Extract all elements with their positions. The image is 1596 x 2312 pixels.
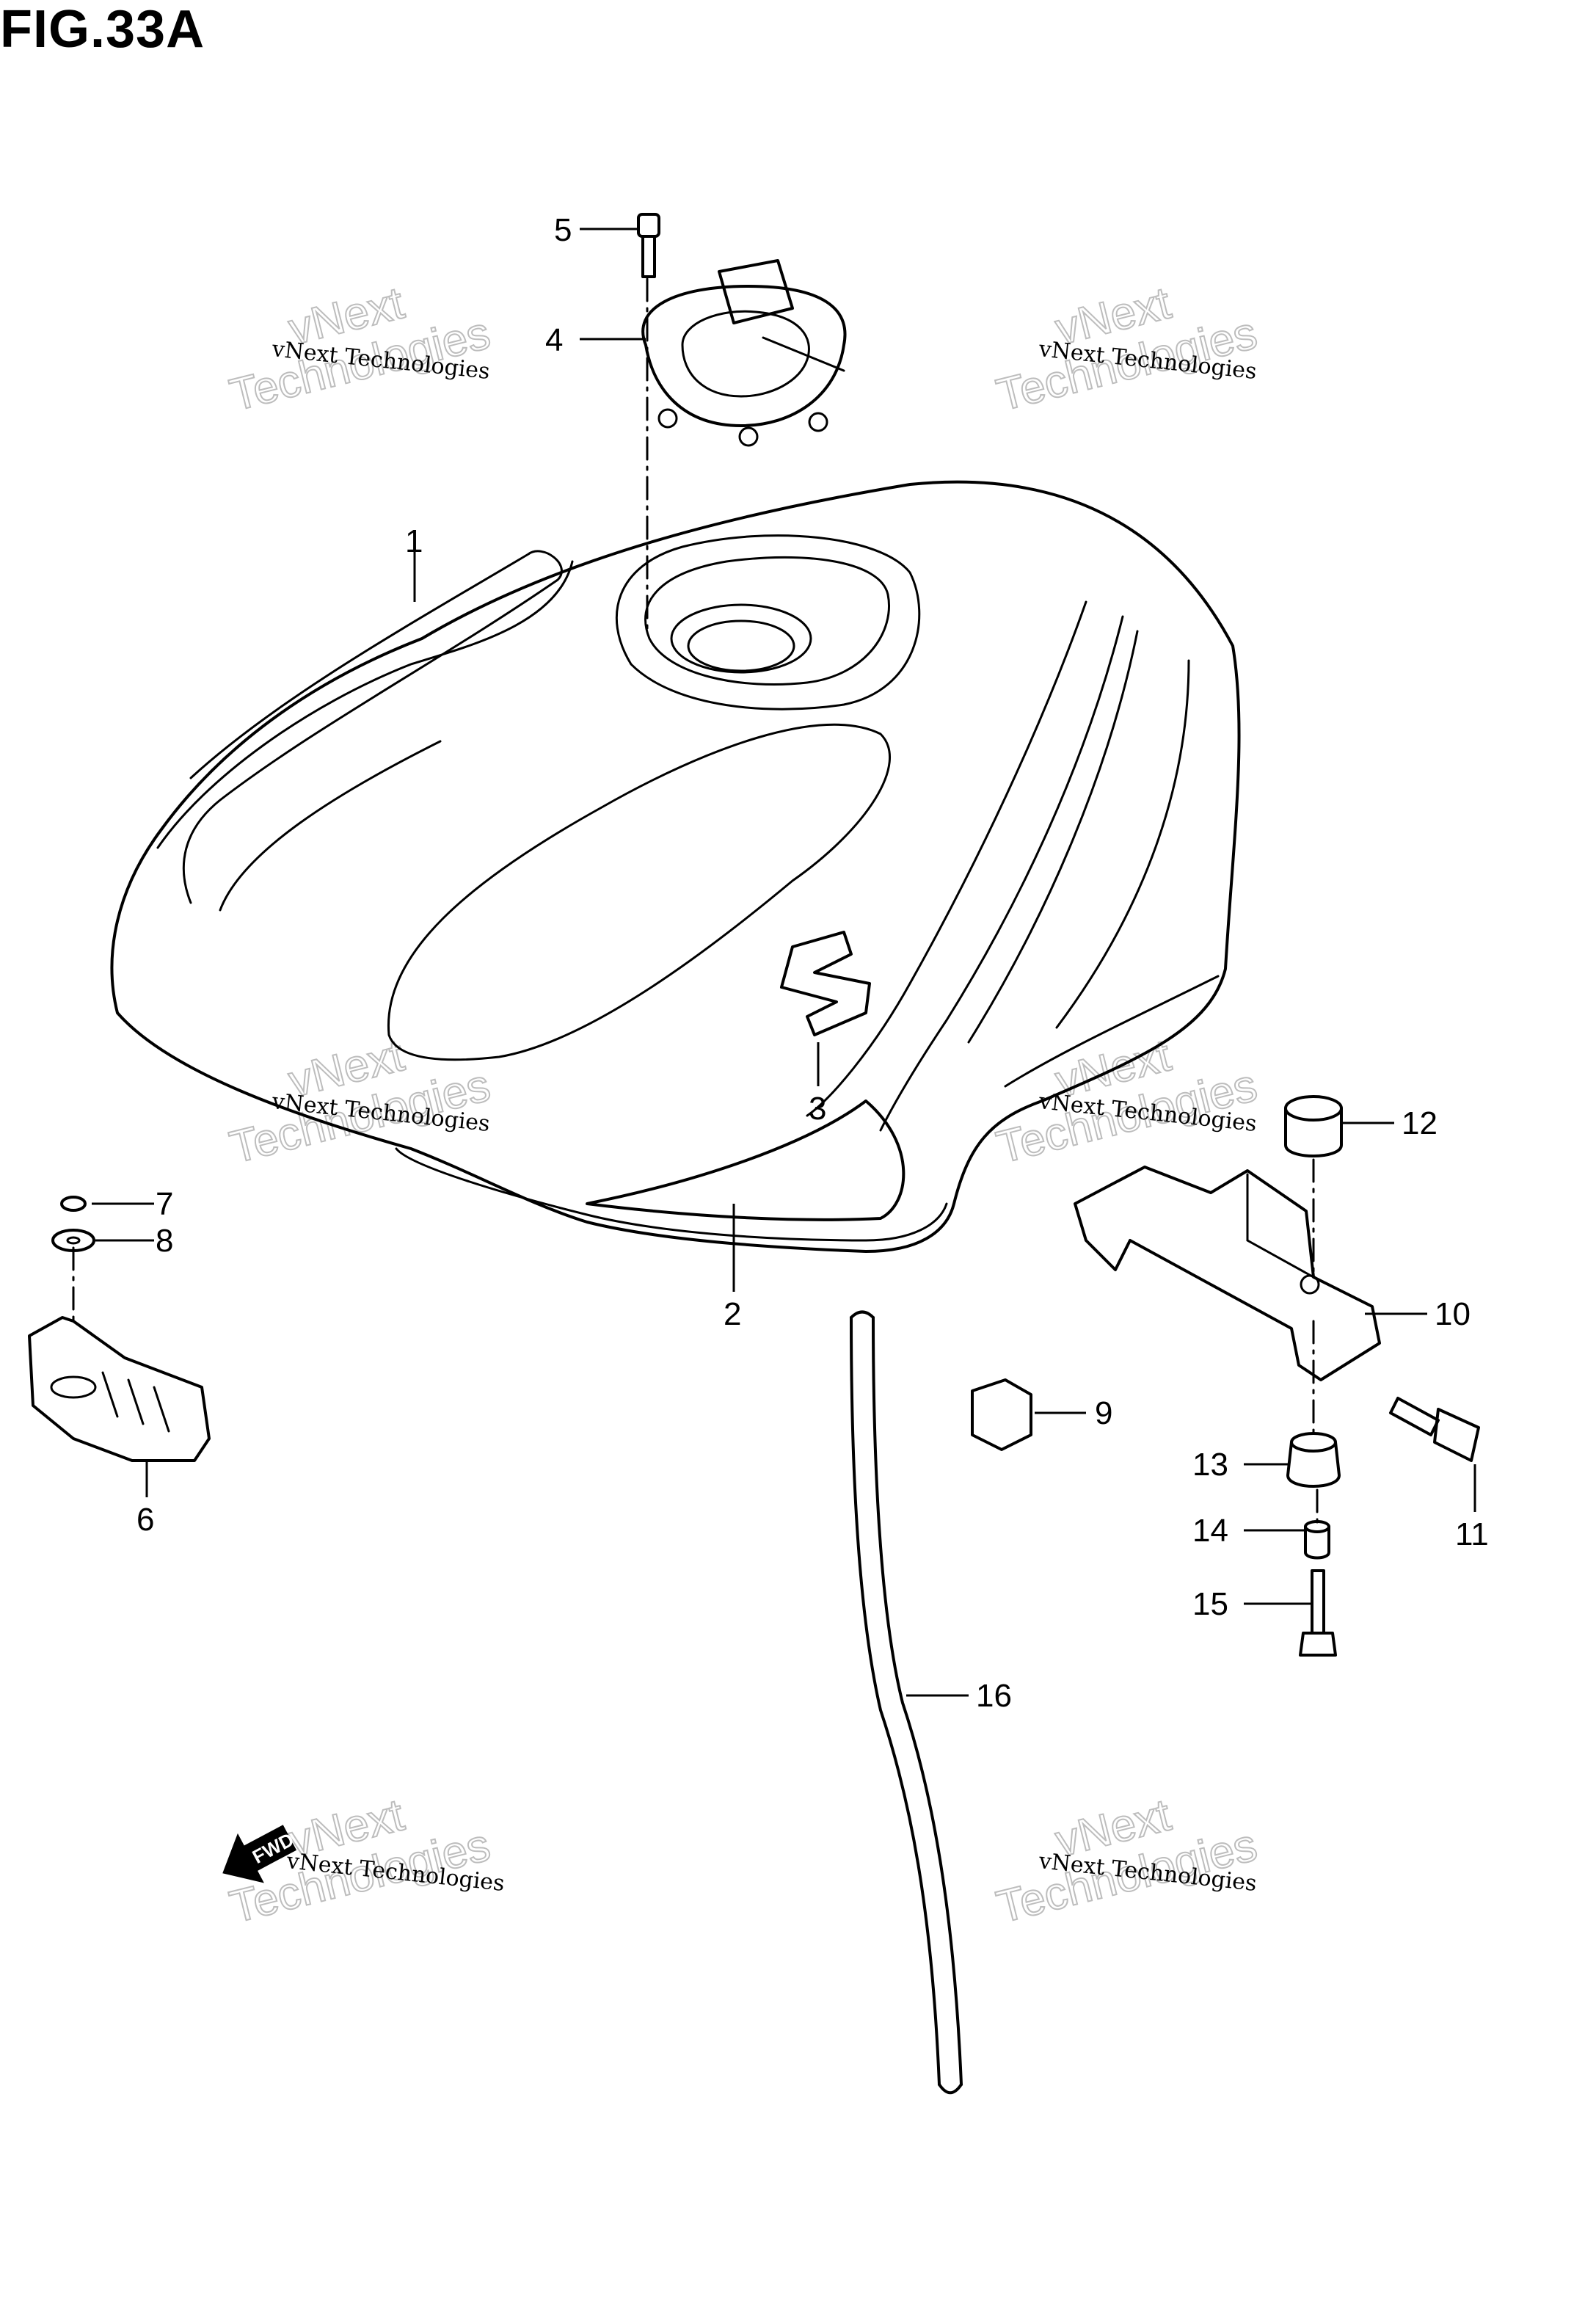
- fuel-cap-drawing[interactable]: [641, 259, 847, 447]
- callout-9: 9: [1095, 1395, 1112, 1431]
- tank-bracket-drawing[interactable]: [1074, 1166, 1381, 1381]
- callout-16: 16: [976, 1678, 1012, 1714]
- rear-cushion-drawing[interactable]: [28, 1316, 211, 1462]
- watermark-mid-right: vNext Technologies vNext Technologies: [991, 1029, 1263, 1174]
- callout-15: 15: [1192, 1586, 1228, 1622]
- lower-cushion-drawing[interactable]: [1286, 1432, 1341, 1488]
- watermark-top-right: vNext Technologies vNext Technologies: [991, 277, 1263, 421]
- callout-12: 12: [1402, 1105, 1438, 1141]
- tank-emblem-drawing[interactable]: [780, 931, 871, 1036]
- callout-10: 10: [1435, 1296, 1471, 1332]
- collar-drawing[interactable]: [1304, 1520, 1330, 1560]
- mount-bolt-drawing[interactable]: [1299, 1569, 1337, 1657]
- fuel-tank-drawing[interactable]: [110, 480, 1241, 1253]
- screw-drawing[interactable]: [60, 1196, 87, 1212]
- callout-14: 14: [1192, 1513, 1228, 1549]
- callout-2: 2: [724, 1296, 741, 1332]
- callout-6: 6: [136, 1502, 154, 1538]
- callout-13: 13: [1192, 1447, 1228, 1483]
- callout-8: 8: [156, 1223, 173, 1259]
- callout-5: 5: [554, 212, 572, 248]
- callouts: 1 2 3 4 5 6 7 8 9 10 11 12 13 14 15 16: [136, 212, 1489, 1714]
- callout-1: 1: [405, 523, 423, 559]
- upper-cushion-drawing[interactable]: [1284, 1095, 1343, 1157]
- figure-title: FIG.33A: [0, 0, 205, 59]
- bracket-bolt-drawing[interactable]: [1389, 1397, 1480, 1462]
- callout-7: 7: [156, 1186, 173, 1222]
- breather-hose-drawing[interactable]: [850, 1310, 963, 2095]
- callout-11: 11: [1455, 1516, 1489, 1552]
- cap-bolt-drawing[interactable]: [637, 213, 660, 278]
- leader-lines: [92, 228, 1476, 1697]
- alignment-line-bracket: [1312, 1158, 1319, 1524]
- callout-3: 3: [809, 1091, 826, 1127]
- watermark-bottom-right: vNext Technologies vNext Technologies: [991, 1789, 1263, 1933]
- watermark-top-left: vNext Technologies vNext Technologies: [225, 277, 496, 421]
- tank-stripe-drawing[interactable]: [586, 1099, 906, 1221]
- cushion-block-drawing[interactable]: [971, 1378, 1032, 1451]
- callout-4: 4: [545, 322, 563, 358]
